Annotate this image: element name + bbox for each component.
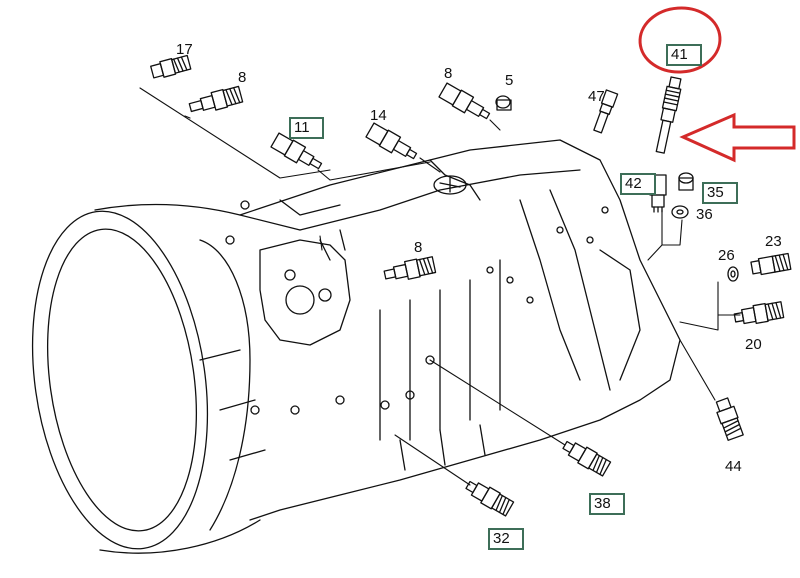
- part-label-44: 44: [725, 458, 742, 475]
- part-label-41: 41: [666, 44, 702, 66]
- part-11-sensor[interactable]: [270, 132, 325, 174]
- part-14-sensor[interactable]: [365, 122, 420, 164]
- part-label-32: 32: [488, 528, 524, 550]
- gearbox-case: [199, 139, 681, 521]
- part-35-plug[interactable]: [678, 172, 694, 191]
- part-label-38: 38: [589, 493, 625, 515]
- part-label-14: 14: [370, 107, 387, 124]
- part-17-sensor[interactable]: [150, 54, 192, 80]
- part-41-sensor[interactable]: [653, 76, 682, 154]
- part-23-sensor[interactable]: [750, 252, 792, 276]
- part-label-11: 11: [289, 117, 324, 139]
- part-26-washer[interactable]: [727, 266, 739, 282]
- part-36-washer[interactable]: [671, 205, 689, 219]
- part-label-26: 26: [718, 247, 735, 264]
- pointer-arrow: [679, 112, 796, 163]
- part-47-pin[interactable]: [592, 89, 619, 134]
- part-8-sensor-middle[interactable]: [383, 256, 437, 284]
- part-label-47: 47: [588, 88, 605, 105]
- part-label-35: 35: [702, 182, 738, 204]
- part-42-connector[interactable]: [649, 174, 667, 213]
- part-8-sensor-top-left[interactable]: [188, 85, 244, 116]
- part-label-17: 17: [176, 41, 193, 58]
- part-20-sensor[interactable]: [733, 301, 785, 327]
- part-label-36: 36: [696, 206, 713, 223]
- part-label-42: 42: [620, 173, 656, 195]
- bell-housing: [31, 203, 301, 554]
- part-8-sensor-top[interactable]: [438, 82, 493, 124]
- part-label-8: 8: [238, 69, 247, 86]
- highlight-circle: [638, 6, 722, 74]
- part-38-sensor[interactable]: [561, 437, 612, 477]
- highlight-annotations: [638, 6, 796, 163]
- part-label-23: 23: [765, 233, 782, 250]
- part-5-plug[interactable]: [495, 95, 512, 111]
- part-label-8: 8: [444, 65, 453, 82]
- part-32-sensor[interactable]: [464, 477, 515, 517]
- leader-lines: [139, 87, 741, 486]
- part-label-5: 5: [505, 72, 514, 89]
- part-label-20: 20: [745, 336, 762, 353]
- part-label-8: 8: [414, 239, 423, 256]
- part-44-sensor[interactable]: [714, 397, 745, 441]
